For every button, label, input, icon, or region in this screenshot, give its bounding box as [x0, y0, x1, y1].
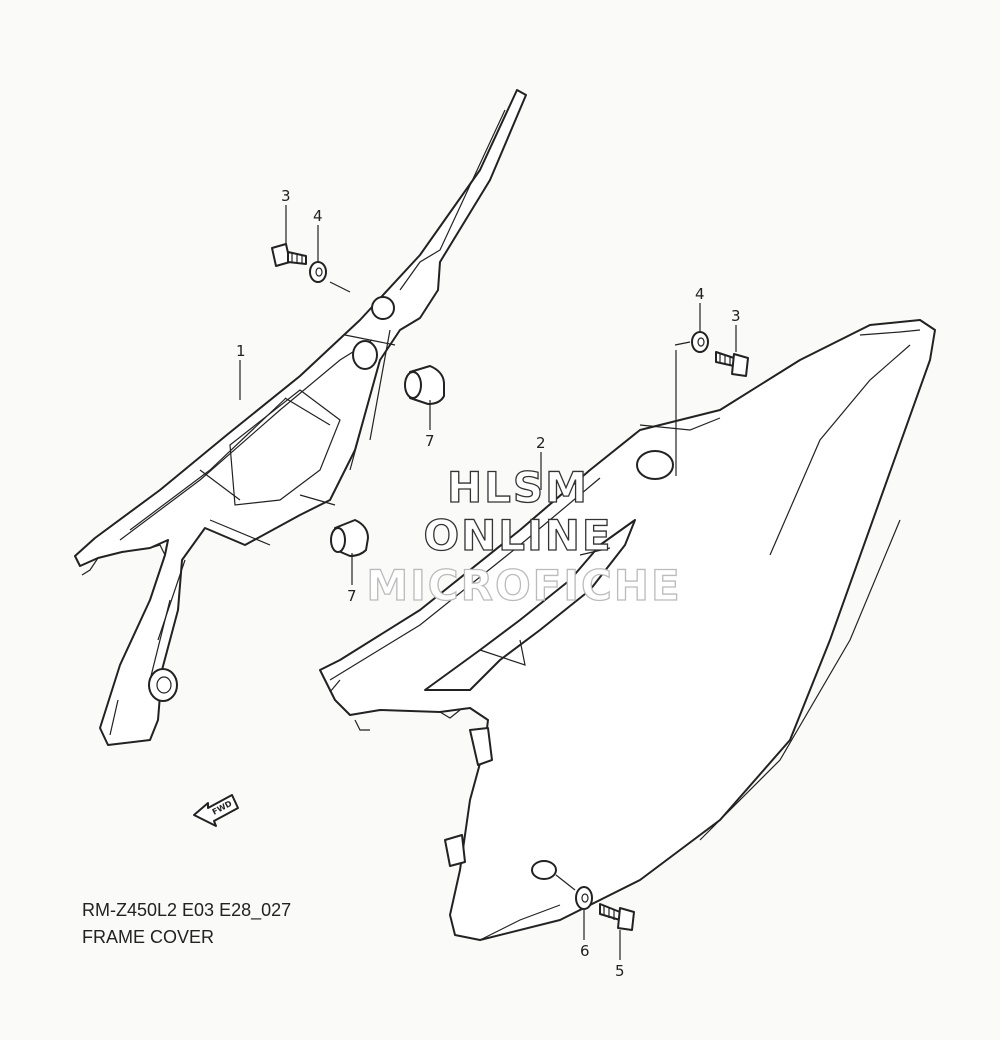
- watermark-line-1: HLSM: [447, 463, 589, 512]
- bolt-upper-right: [715, 351, 749, 377]
- washer-upper-left: [309, 261, 327, 283]
- callout-labels: 1 2 3 3 4 4 5 6 7 7: [236, 187, 741, 980]
- watermark-line-2: ONLINE: [423, 511, 612, 560]
- collar-upper: [404, 365, 445, 405]
- bolt-lower: [599, 903, 635, 931]
- callout-6: 6: [580, 942, 590, 960]
- washer-lower: [575, 886, 593, 910]
- diagram-title: FRAME COVER: [82, 927, 215, 947]
- washer-upper-right: [691, 331, 709, 353]
- collar-lower: [330, 519, 369, 557]
- callout-3-right: 3: [731, 307, 741, 325]
- callout-1: 1: [236, 342, 246, 360]
- frame-cover-left: [74, 89, 527, 746]
- diagram-code: RM-Z450L2 E03 E28_027: [82, 900, 292, 920]
- frame-cover-right: [319, 319, 936, 941]
- bolt-upper-left: [271, 243, 307, 267]
- leader-lines: [239, 205, 737, 960]
- callout-5: 5: [615, 962, 625, 980]
- callout-4-left: 4: [313, 207, 323, 225]
- callout-7-lower: 7: [347, 587, 357, 605]
- watermark: HLSM ONLINE MICROFICHE: [366, 462, 681, 610]
- callout-4-right: 4: [695, 285, 705, 303]
- callout-7-upper: 7: [425, 432, 435, 450]
- watermark-line-3: MICROFICHE: [366, 561, 681, 610]
- callout-2: 2: [536, 434, 546, 452]
- fwd-arrow-icon: FWD: [193, 794, 239, 827]
- callout-3-left: 3: [281, 187, 291, 205]
